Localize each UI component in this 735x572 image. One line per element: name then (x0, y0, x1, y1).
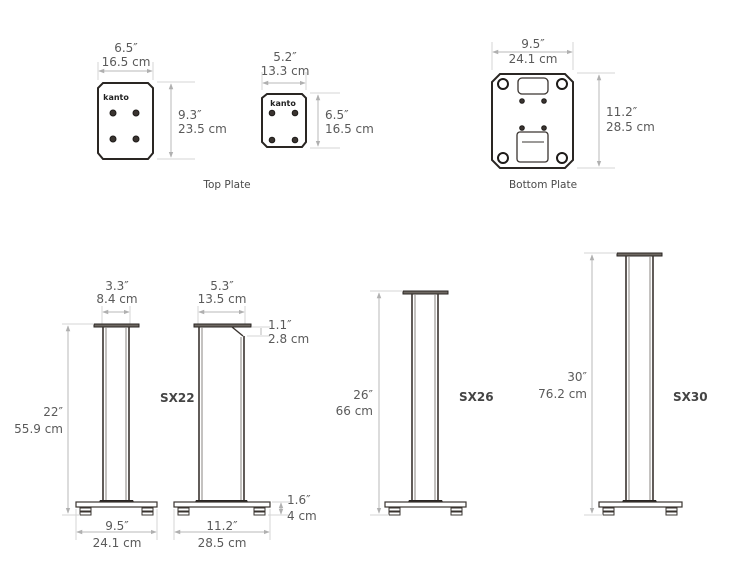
sx22-front-view: 3.3″ 8.4 cm 22″ 55.9 cm 9.5″ 24.1 cm (14, 279, 158, 550)
top-plate-large-width-cm: 16.5 cm (102, 55, 151, 69)
bottom-plate-caption: Bottom Plate (509, 179, 577, 191)
sx22-side-top-cm: 13.5 cm (198, 292, 247, 306)
sx22-plate-thickness-cm: 2.8 cm (268, 332, 309, 346)
sx22-foot-height-in: 1.6″ (287, 493, 311, 507)
bottom-plate-width-in: 9.5″ (521, 37, 545, 51)
sx22-top-width-cm: 8.4 cm (96, 292, 137, 306)
bottom-plate-outline (491, 73, 574, 169)
top-plate-caption: Top Plate (202, 179, 250, 191)
sx30-height-cm: 76.2 cm (538, 387, 587, 401)
top-plate-small-outline (261, 93, 307, 148)
sx22-base-width-in: 9.5″ (105, 519, 129, 533)
sx22-height-in: 22″ (43, 405, 63, 419)
bottom-plate-width-cm: 24.1 cm (509, 52, 558, 66)
sx22-base-width-cm: 24.1 cm (93, 536, 142, 550)
sx22-side-view: 5.3″ 13.5 cm 1.1″ 2.8 cm 1.6″ 4 cm 11.2″… (173, 279, 317, 550)
bottom-plate: 9.5″ 24.1 cm 11.2″ 28.5 cm (491, 37, 655, 169)
base-plate (75, 501, 158, 508)
sx22-side-top-in: 5.3″ (210, 279, 234, 293)
top-plate-small-height-in: 6.5″ (325, 108, 349, 122)
top-plate-small: 5.2″ 13.3 cm kanto 6.5″ 16.5 cm (261, 50, 374, 149)
sx30-height-in: 30″ (567, 370, 587, 384)
model-label-sx26: SX26 (459, 390, 494, 404)
top-plate-large-width-in: 6.5″ (114, 41, 138, 55)
top-plate (93, 323, 140, 328)
sx22-height-cm: 55.9 cm (14, 422, 63, 436)
top-plate-small-width-cm: 13.3 cm (261, 64, 310, 78)
sx26-stand: 26″ 66 cm (336, 290, 467, 516)
top-plate-large-height-in: 9.3″ (178, 108, 202, 122)
top-plate-small-height-cm: 16.5 cm (325, 122, 374, 136)
top-plate-small-width-in: 5.2″ (273, 50, 297, 64)
sx22-side-base-cm: 28.5 cm (198, 536, 247, 550)
top-plate-large: 6.5″ 16.5 cm kanto 9.3″ 23.5 cm (97, 41, 227, 160)
sx26-height-in: 26″ (353, 388, 373, 402)
sx22-top-width-in: 3.3″ (105, 279, 129, 293)
kanto-logo: kanto (103, 93, 129, 102)
model-label-sx22: SX22 (160, 391, 195, 405)
sx26-height-cm: 66 cm (336, 404, 373, 418)
sx22-side-base-in: 11.2″ (206, 519, 238, 533)
top-plate-large-height-cm: 23.5 cm (178, 122, 227, 136)
bottom-plate-height-cm: 28.5 cm (606, 120, 655, 134)
sx30-stand: 30″ 76.2 cm (538, 252, 683, 516)
sx22-plate-thickness-in: 1.1″ (268, 318, 292, 332)
sx22-foot-height-cm: 4 cm (287, 509, 317, 523)
kanto-logo: kanto (270, 99, 296, 108)
bottom-plate-height-in: 11.2″ (606, 105, 638, 119)
model-label-sx30: SX30 (673, 390, 708, 404)
